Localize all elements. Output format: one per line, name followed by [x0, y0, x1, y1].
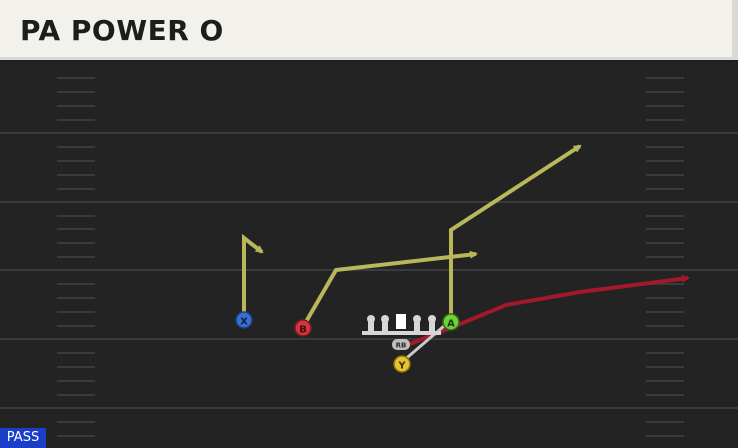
player-y-label: Y	[397, 361, 406, 372]
route-x-stop	[242, 233, 264, 318]
player-x[interactable]: X	[235, 311, 253, 329]
player-x-label: X	[240, 317, 248, 328]
center-icon	[392, 314, 410, 335]
play-type-badge: PASS	[0, 428, 46, 448]
play-field: X B A Y RB	[0, 62, 738, 448]
player-b-label: B	[299, 325, 307, 336]
title-bar: PA POWER O	[0, 0, 738, 60]
lineman-icon	[376, 315, 394, 335]
hash-marks-left	[57, 77, 95, 437]
offensive-line	[362, 314, 441, 335]
route-b-out	[301, 250, 478, 329]
player-y[interactable]: Y	[393, 355, 411, 373]
field-turf	[0, 62, 738, 448]
route-a-post	[449, 144, 582, 320]
player-rb[interactable]: RB	[392, 339, 410, 350]
lineman-icon	[362, 315, 380, 335]
player-a[interactable]: A	[442, 313, 460, 331]
player-rb-label: RB	[396, 342, 407, 350]
lineman-icon	[423, 315, 441, 335]
play-title: PA POWER O	[20, 14, 224, 47]
player-a-label: A	[447, 319, 455, 330]
lineman-icon	[408, 315, 426, 335]
yard-lines	[0, 132, 738, 409]
player-b[interactable]: B	[294, 319, 312, 337]
route-rb-run	[409, 274, 690, 346]
hash-marks-right	[646, 77, 684, 437]
